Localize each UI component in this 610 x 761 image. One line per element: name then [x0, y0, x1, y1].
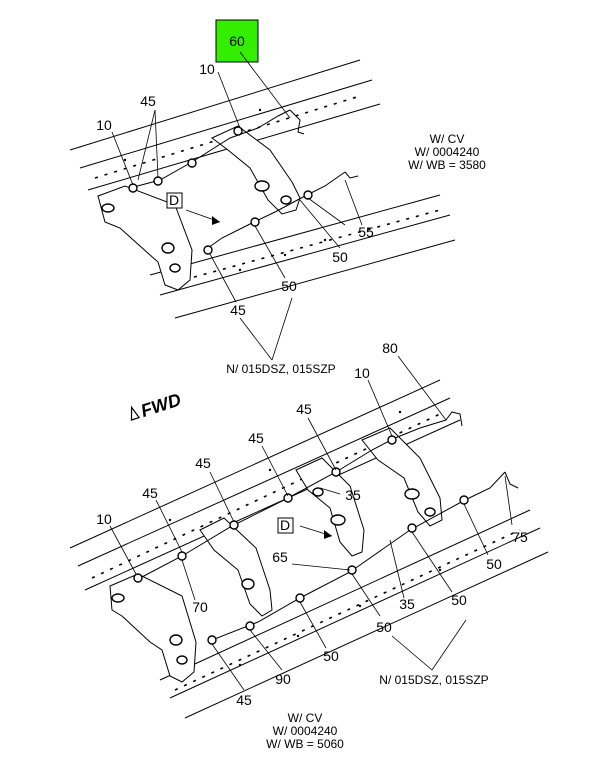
callout-50: 50 — [451, 592, 467, 608]
callout-10: 10 — [96, 511, 112, 527]
callout-35: 35 — [399, 596, 415, 612]
config-note-line: W/ WB = 3580 — [408, 158, 486, 172]
callout-90: 90 — [275, 671, 291, 687]
callout-10: 10 — [199, 61, 215, 77]
exclusion-note: N/ 015DSZ, 015SZP — [379, 673, 488, 687]
callout-45: 45 — [140, 93, 156, 109]
config-note-line: W/ CV — [288, 711, 323, 725]
clip — [133, 573, 143, 583]
fwd-label: FWD — [138, 389, 183, 421]
rear-crossmember — [211, 125, 301, 215]
callout-45: 45 — [236, 692, 252, 708]
config-note-line: W/ WB = 5060 — [266, 737, 344, 751]
crossmember — [295, 457, 365, 557]
crossmember — [199, 517, 273, 617]
detail-d-box — [277, 517, 294, 534]
callout-35: 35 — [345, 487, 361, 503]
callout-50: 50 — [332, 249, 348, 265]
callout-45: 45 — [230, 302, 246, 318]
front-crossmember — [109, 573, 197, 683]
config-note-line: W/ CV — [430, 132, 465, 146]
config-note-line: W/ 0004240 — [415, 145, 480, 159]
callout-65: 65 — [272, 549, 288, 565]
config-note-line: W/ 0004240 — [273, 724, 338, 738]
callout-55: 55 — [358, 224, 374, 240]
fwd-indicator: FWD — [130, 389, 183, 421]
callout-50: 50 — [486, 556, 502, 572]
fwd-arrow-icon — [130, 405, 141, 421]
callout-10: 10 — [96, 117, 112, 133]
clip — [128, 183, 138, 193]
callout-10: 10 — [354, 365, 370, 381]
bottom-assembly: 80 10 45 45 45 45 35 10 D 75 65 50 50 70… — [69, 340, 549, 751]
rear-crossmember — [361, 427, 443, 527]
callout-70: 70 — [192, 599, 208, 615]
detail-d-label: D — [280, 517, 290, 533]
callout-50: 50 — [376, 619, 392, 635]
callout-50: 50 — [281, 278, 297, 294]
detail-d-box — [166, 192, 183, 209]
detail-d-label: D — [169, 192, 179, 208]
frame-rail-line — [69, 59, 361, 151]
callout-75: 75 — [512, 529, 528, 545]
callout-45: 45 — [142, 485, 158, 501]
callout-60: 60 — [229, 33, 245, 49]
callout-60-highlight[interactable] — [215, 19, 259, 63]
callout-45: 45 — [248, 430, 264, 446]
callout-50: 50 — [323, 648, 339, 664]
callout-45: 45 — [296, 401, 312, 417]
top-assembly: 60 10 45 10 D 55 50 50 45 W/ CV W/ 00042… — [69, 19, 486, 376]
exclusion-note: N/ 015DSZ, 015SZP — [226, 362, 335, 376]
callout-45: 45 — [195, 455, 211, 471]
callout-80: 80 — [382, 340, 398, 356]
